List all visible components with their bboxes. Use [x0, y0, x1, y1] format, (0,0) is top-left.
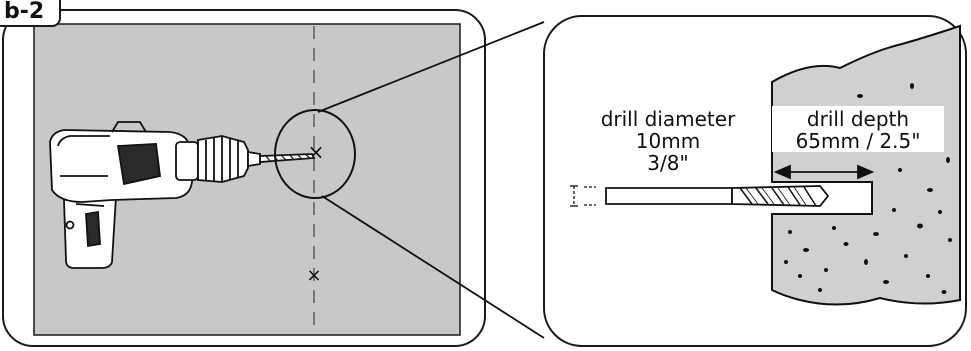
concrete-speckles: [784, 83, 952, 294]
depth-title: drill depth: [806, 107, 910, 131]
diameter-indicator: [570, 185, 596, 207]
drill-illustration: [49, 121, 316, 269]
left-panel: × ×: [2, 9, 486, 347]
step-badge-frame: [0, 0, 61, 27]
diameter-imperial: 3/8": [647, 151, 689, 175]
zoom-connector-bottom: [321, 195, 545, 339]
depth-arrow: [773, 164, 875, 180]
right-panel: [543, 15, 967, 347]
concrete-wall: [771, 24, 961, 306]
depth-label-box: [772, 106, 944, 152]
magnifier-circle: [274, 109, 356, 199]
upper-drill-mark: ×: [308, 140, 325, 164]
step-badge: b-2: [4, 0, 45, 24]
depth-value: 65mm / 2.5": [795, 129, 921, 153]
diameter-metric: 10mm: [635, 129, 701, 153]
zoom-connector-top: [317, 21, 545, 113]
lower-drill-mark: ×: [306, 265, 321, 286]
diameter-title: drill diameter: [600, 107, 736, 131]
drill-bit-zoom: [605, 185, 830, 207]
